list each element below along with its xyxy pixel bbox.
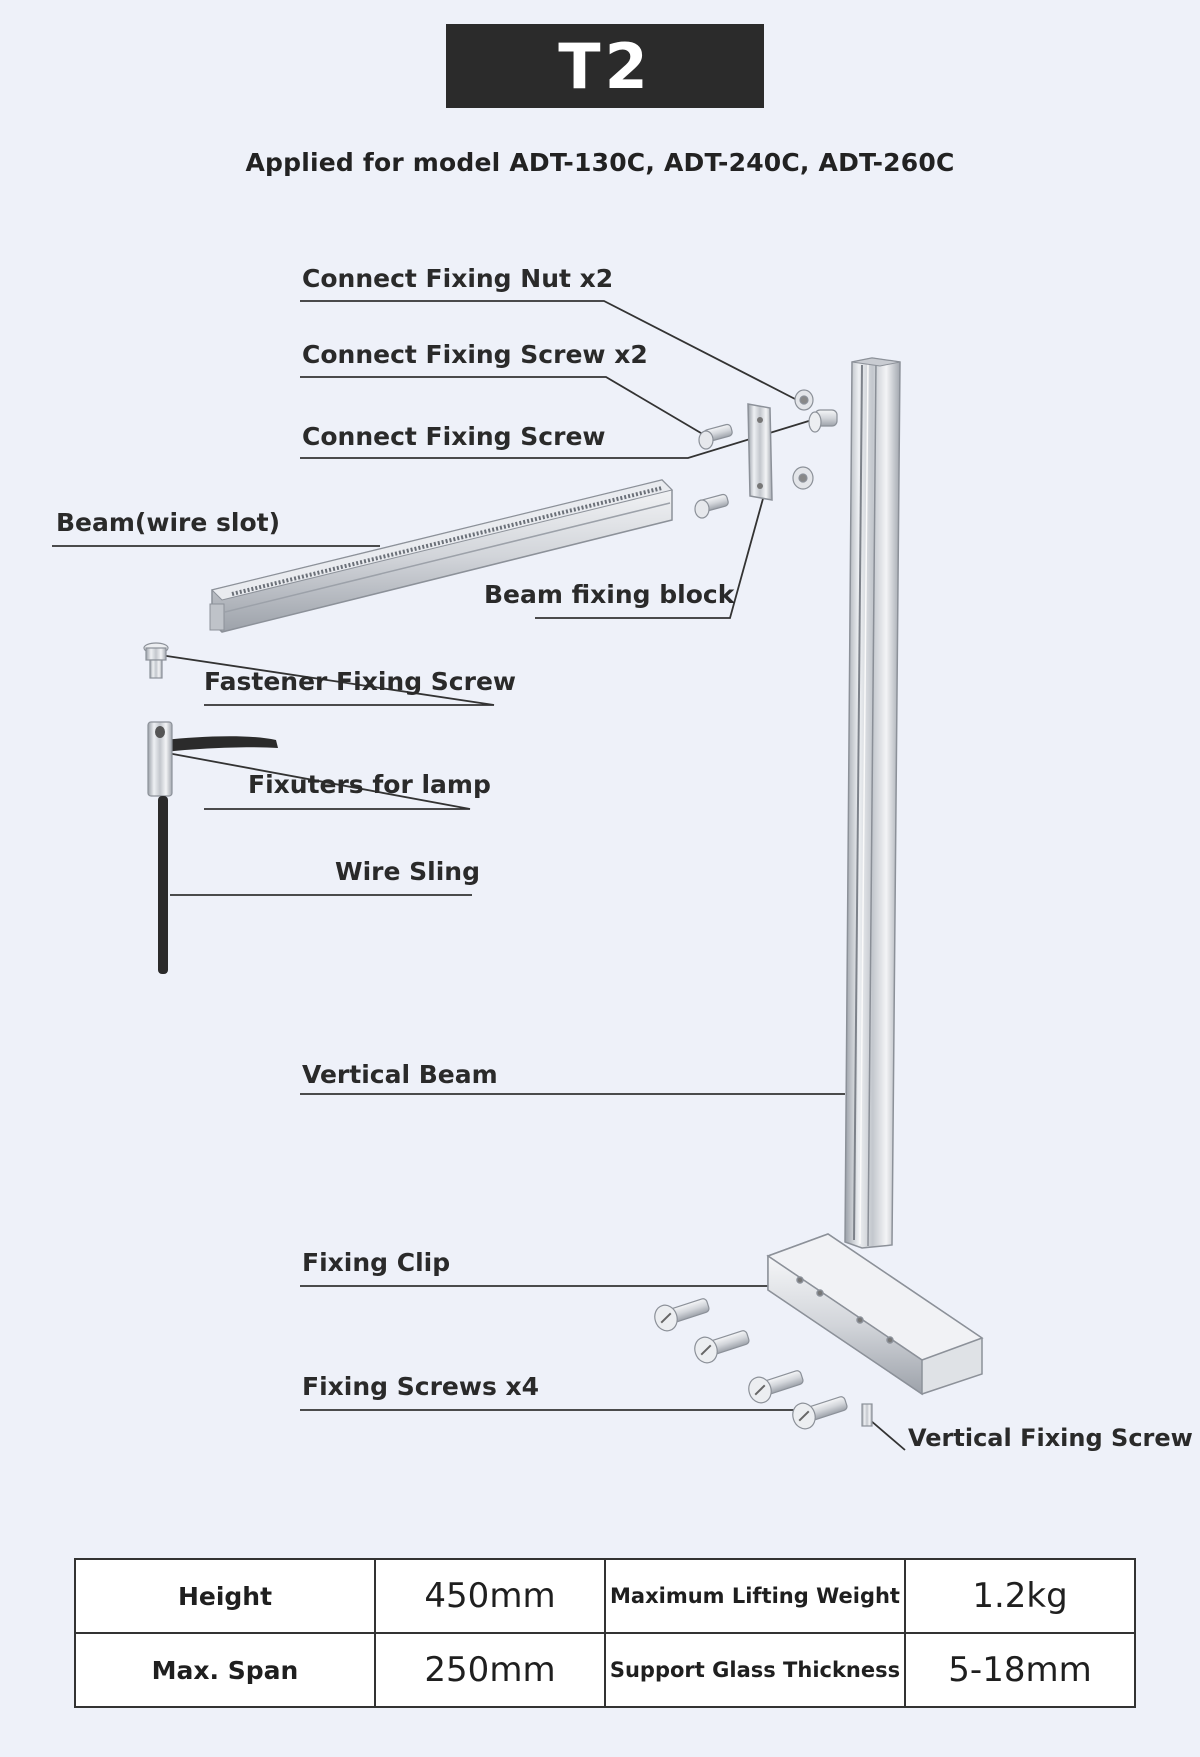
fixing-screws-part (654, 1298, 873, 1430)
label-connect-fixing-screw-x2: Connect Fixing Screw x2 (302, 340, 648, 369)
table-row: Height 450mm Maximum Lifting Weight 1.2k… (74, 1558, 1136, 1634)
spec-value-max-lifting-weight: 1.2kg (904, 1558, 1136, 1634)
label-connect-fixing-screw: Connect Fixing Screw (302, 422, 606, 451)
label-wire-sling: Wire Sling (335, 857, 480, 886)
spec-value-max-span: 250mm (374, 1632, 606, 1708)
leader-beam-fixing-block (535, 494, 765, 619)
label-fixuters-for-lamp: Fixuters for lamp (248, 770, 491, 799)
label-connect-fixing-nut: Connect Fixing Nut x2 (302, 264, 614, 293)
spec-label-glass-thickness: Support Glass Thickness (604, 1632, 906, 1708)
spec-value-glass-thickness: 5-18mm (904, 1632, 1136, 1708)
label-beam-wire-slot: Beam(wire slot) (56, 508, 281, 537)
fixing-clip-part (766, 1233, 984, 1396)
leader-nut (300, 300, 798, 401)
leader-fastener (159, 654, 495, 706)
beam-wire-slot-part (209, 479, 673, 633)
leader-vertical-fixing-screw (869, 1419, 906, 1451)
leader-screw-x2 (300, 376, 707, 437)
title-box: T2 (446, 24, 764, 108)
specs-table: Height 450mm Maximum Lifting Weight 1.2k… (74, 1558, 1136, 1708)
lamp-fixture-part (147, 721, 278, 974)
subtitle: Applied for model ADT-130C, ADT-240C, AD… (245, 148, 955, 177)
label-vertical-fixing-screw: Vertical Fixing Screw (908, 1424, 1193, 1452)
connect-hardware (694, 389, 838, 519)
leader-fixuters (161, 751, 471, 810)
spec-label-max-span: Max. Span (74, 1632, 376, 1708)
label-beam-fixing-block: Beam fixing block (484, 580, 735, 609)
title: T2 (558, 29, 652, 103)
vertical-beam-part (844, 357, 901, 1249)
leader-lines (52, 300, 906, 1451)
label-fixing-clip: Fixing Clip (302, 1248, 451, 1277)
spec-value-height: 450mm (374, 1558, 606, 1634)
beam-fixing-block-part (747, 403, 773, 501)
label-fixing-screws: Fixing Screws x4 (302, 1372, 540, 1401)
label-fastener-fixing-screw: Fastener Fixing Screw (204, 667, 516, 696)
spec-label-height: Height (74, 1558, 376, 1634)
table-row: Max. Span 250mm Support Glass Thickness … (74, 1632, 1136, 1708)
fastener-screw-part (143, 642, 169, 679)
label-vertical-beam: Vertical Beam (302, 1060, 498, 1089)
spec-label-max-lifting-weight: Maximum Lifting Weight (604, 1558, 906, 1634)
